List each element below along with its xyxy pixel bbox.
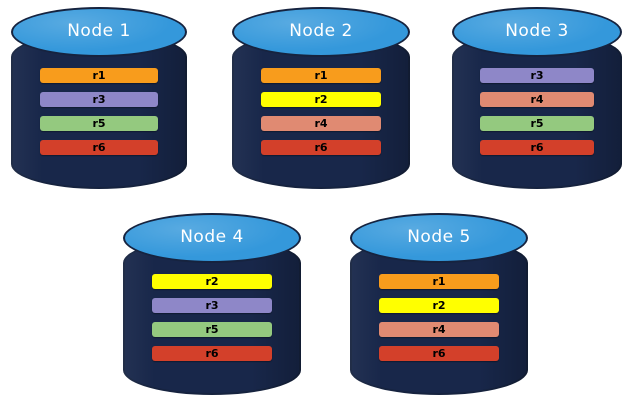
cylinder-top-disc [452, 7, 622, 57]
cylinder-top-disc [11, 7, 187, 57]
cylinder-top-highlight [125, 215, 299, 261]
cylinder-top-highlight [454, 9, 620, 55]
cylinder-body [452, 32, 622, 189]
node-label: Node 4 [180, 227, 244, 247]
replica-bar[interactable]: r5 [480, 116, 594, 131]
node-cylinder[interactable]: Node 4 r2 r3 r5 r6 [123, 213, 301, 395]
cylinder-top-disc [123, 213, 301, 263]
cylinder-body [350, 238, 528, 395]
node-cylinder[interactable]: Node 2 r1 r2 r4 r6 [232, 7, 410, 189]
replica-bar[interactable]: r2 [261, 92, 381, 107]
node-cylinder[interactable]: Node 1 r1 r3 r5 r6 [11, 7, 187, 189]
replica-bar[interactable]: r5 [40, 116, 158, 131]
replica-bar[interactable]: r4 [480, 92, 594, 107]
replica-bar[interactable]: r3 [152, 298, 272, 313]
cylinder-body [232, 32, 410, 189]
replica-bar[interactable]: r1 [40, 68, 158, 83]
replica-bar[interactable]: r2 [152, 274, 272, 289]
replica-list: r2 r3 r5 r6 [123, 274, 301, 370]
cylinder-top-disc [350, 213, 528, 263]
node-label: Node 2 [289, 21, 353, 41]
cylinder-top-highlight [234, 9, 408, 55]
node-cylinder[interactable]: Node 5 r1 r2 r4 r6 [350, 213, 528, 395]
replica-bar[interactable]: r6 [152, 346, 272, 361]
replica-bar[interactable]: r6 [40, 140, 158, 155]
replica-bar[interactable]: r6 [379, 346, 499, 361]
replica-bar[interactable]: r4 [379, 322, 499, 337]
replica-bar[interactable]: r6 [480, 140, 594, 155]
replica-bar[interactable]: r5 [152, 322, 272, 337]
cylinder-top-highlight [352, 215, 526, 261]
node-label: Node 5 [407, 227, 471, 247]
node-cylinder[interactable]: Node 3 r3 r4 r5 r6 [452, 7, 622, 189]
replica-bar[interactable]: r3 [40, 92, 158, 107]
replica-bar[interactable]: r4 [261, 116, 381, 131]
replica-bar[interactable]: r3 [480, 68, 594, 83]
replica-list: r1 r3 r5 r6 [11, 68, 187, 164]
replica-list: r1 r2 r4 r6 [232, 68, 410, 164]
cylinder-top-disc [232, 7, 410, 57]
replica-bar[interactable]: r1 [261, 68, 381, 83]
node-label: Node 3 [505, 21, 569, 41]
replica-list: r1 r2 r4 r6 [350, 274, 528, 370]
cylinder-body [123, 238, 301, 395]
replica-bar[interactable]: r1 [379, 274, 499, 289]
replica-bar[interactable]: r6 [261, 140, 381, 155]
replica-list: r3 r4 r5 r6 [452, 68, 622, 164]
replica-bar[interactable]: r2 [379, 298, 499, 313]
cylinder-top-highlight [13, 9, 185, 55]
node-label: Node 1 [67, 21, 131, 41]
